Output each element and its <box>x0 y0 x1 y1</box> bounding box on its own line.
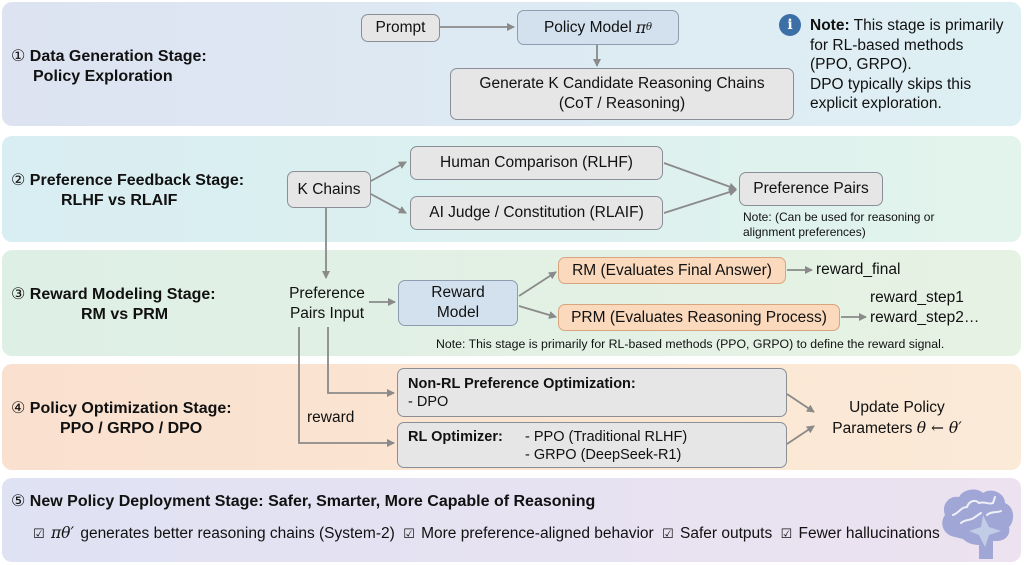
stage1-title-line2: Policy Exploration <box>33 68 173 85</box>
reward-step2: reward_step2… <box>870 309 980 326</box>
update-line1: Update Policy <box>849 399 945 416</box>
note-line5: explicit exploration. <box>810 95 942 112</box>
update-policy-parameters: Update Policy Parameters θ ← θ′ <box>818 398 976 439</box>
benefit-item: ☑ πθ′ generates better reasoning chains … <box>33 524 397 542</box>
preference-pairs-input: Preference Pairs Input <box>284 284 370 324</box>
k-chains-node[interactable]: K Chains <box>287 171 371 208</box>
policy-symbol: π <box>635 18 647 37</box>
note-line1: This stage is primarily <box>849 17 1004 34</box>
policy-model-label: Policy Model <box>543 18 632 36</box>
stage1-number: ① <box>11 48 26 65</box>
stage4-title-line1: Policy Optimization Stage: <box>29 400 232 417</box>
human-comparison-label: Human Comparison (RLHF) <box>440 154 633 171</box>
stage3-number: ③ <box>11 286 26 303</box>
stage2-title-line1: Preference Feedback Stage: <box>29 172 245 189</box>
note-line3: (PPO, GRPO). <box>810 56 912 73</box>
generate-chains-line2: (CoT / Reasoning) <box>558 95 686 112</box>
rl-optimizer-title: RL Optimizer: <box>408 429 503 445</box>
stage1-title-line1: Data Generation Stage: <box>29 48 207 65</box>
benefit-math: πθ′ <box>50 524 75 542</box>
rl-optimizer-items: - PPO (Traditional RLHF) - GRPO (DeepSee… <box>525 428 687 464</box>
benefit-item: ☑ Fewer hallucinations <box>781 525 942 542</box>
rm-label: RM (Evaluates Final Answer) <box>572 261 772 279</box>
non-rl-title: Non-RL Preference Optimization: <box>408 375 636 392</box>
stage4-title: ④ Policy Optimization Stage: PPO / GRPO … <box>11 399 232 439</box>
reward-step-outputs: reward_step1 reward_step2… <box>870 288 979 328</box>
preference-pairs-label: Preference Pairs <box>753 180 869 197</box>
stage2-note-line1: Note: (Can be used for reasoning or <box>743 210 935 224</box>
benefit-text: More preference-aligned behavior <box>421 525 654 542</box>
generate-chains-node[interactable]: Generate K Candidate Reasoning Chains (C… <box>450 68 794 120</box>
ai-judge-label: AI Judge / Constitution (RLAIF) <box>429 204 644 221</box>
stage5-title-text: New Policy Deployment Stage: Safer, Smar… <box>29 493 596 510</box>
stage2-number: ② <box>11 172 26 189</box>
stage2-note-line2: alignment preferences) <box>743 225 866 239</box>
prompt-label: Prompt <box>375 19 426 36</box>
policy-subscript: θ <box>646 21 653 33</box>
ai-judge-node[interactable]: AI Judge / Constitution (RLAIF) <box>410 196 663 230</box>
benefit-text: generates better reasoning chains (Syste… <box>76 525 395 542</box>
stage4-title-line2: PPO / GRPO / DPO <box>60 420 203 437</box>
non-rl-optimization-node[interactable]: Non-RL Preference Optimization: - DPO <box>397 368 787 417</box>
pairs-input-line2: Pairs Input <box>289 305 365 322</box>
benefits-list: ☑ πθ′ generates better reasoning chains … <box>33 523 944 545</box>
stage3-title-line2: RM vs PRM <box>81 306 169 323</box>
preference-pairs-node[interactable]: Preference Pairs <box>739 172 883 206</box>
reward-final-output: reward_final <box>816 261 901 278</box>
stage4-number: ④ <box>11 400 26 417</box>
info-icon: i <box>779 14 801 36</box>
update-line2-math: θ ← θ′ <box>916 419 962 437</box>
reward-model-line2: Model <box>436 304 480 321</box>
reward-model-node[interactable]: Reward Model <box>398 280 518 326</box>
stage3-title-line1: Reward Modeling Stage: <box>29 286 216 303</box>
prompt-node[interactable]: Prompt <box>361 14 440 42</box>
k-chains-label: K Chains <box>297 180 361 198</box>
prm-node[interactable]: PRM (Evaluates Reasoning Process) <box>558 304 840 331</box>
brain-icon <box>942 489 1014 559</box>
stage3-note: Note: This stage is primarily for RL-bas… <box>436 337 945 351</box>
stage2-title: ② Preference Feedback Stage: RLHF vs RLA… <box>11 171 244 211</box>
note-label: Note: <box>810 17 850 34</box>
reward-edge-label: reward <box>307 409 355 426</box>
update-line2-text: Parameters <box>832 420 917 437</box>
rm-node[interactable]: RM (Evaluates Final Answer) <box>558 257 786 284</box>
stage1-title: ① Data Generation Stage: Policy Explorat… <box>11 47 207 87</box>
benefit-item: ☑ Safer outputs <box>662 525 774 542</box>
reward-model-line1: Reward <box>431 284 485 301</box>
checkbox-icon: ☑ <box>780 527 793 542</box>
rl-optimizer-node[interactable]: RL Optimizer: - PPO (Traditional RLHF) -… <box>397 422 787 468</box>
stage3-title: ③ Reward Modeling Stage: RM vs PRM <box>11 285 216 325</box>
non-rl-item-dpo: - DPO <box>408 393 449 410</box>
generate-chains-line1: Generate K Candidate Reasoning Chains <box>479 75 765 92</box>
stage2-title-line2: RLHF vs RLAIF <box>61 192 178 209</box>
rl-item-grpo: - GRPO (DeepSeek-R1) <box>525 447 682 463</box>
prm-label: PRM (Evaluates Reasoning Process) <box>571 308 827 326</box>
rl-item-ppo: - PPO (Traditional RLHF) <box>525 429 688 445</box>
stage-new-policy-deployment <box>2 478 1021 562</box>
note-line4: DPO typically skips this <box>810 75 972 93</box>
checkbox-icon: ☑ <box>403 527 415 542</box>
human-comparison-node[interactable]: Human Comparison (RLHF) <box>410 146 663 180</box>
pairs-input-line1: Preference <box>289 285 365 302</box>
benefit-text: Safer outputs <box>680 525 773 542</box>
stage5-title: ⑤ New Policy Deployment Stage: Safer, Sm… <box>11 492 595 512</box>
benefit-item: ☑ More preference-aligned behavior <box>403 525 656 542</box>
stage1-note: Note: This stage is primarily for RL-bas… <box>810 16 1004 114</box>
note-line2: for RL-based methods <box>810 36 964 54</box>
checkbox-icon: ☑ <box>33 527 45 542</box>
checkbox-icon: ☑ <box>662 527 674 542</box>
stage5-number: ⑤ <box>11 493 26 510</box>
benefit-text: Fewer hallucinations <box>798 525 940 542</box>
stage2-note: Note: (Can be used for reasoning or alig… <box>743 210 934 240</box>
reward-step1: reward_step1 <box>870 289 964 306</box>
